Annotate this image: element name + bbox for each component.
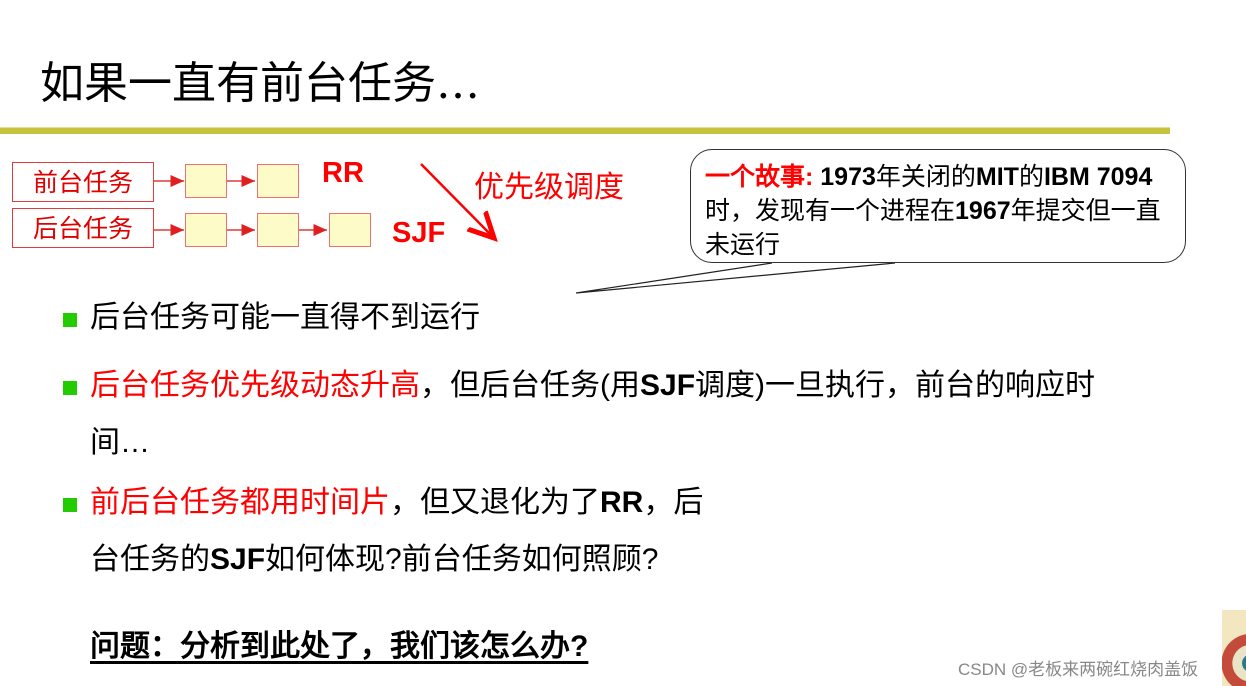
bullet-3-text: ，后 bbox=[643, 486, 704, 519]
callout-text: 年关闭的 bbox=[875, 163, 976, 191]
priority-scheduling-label: 优先级调度 bbox=[474, 171, 624, 204]
slide-title: 如果一直有前台任务… bbox=[40, 58, 480, 109]
bullet-2-highlight: 后台任务优先级动态升高 bbox=[90, 369, 420, 402]
decorative-corner-image bbox=[1222, 610, 1246, 686]
bullet-2-line-2: 间… bbox=[90, 426, 150, 459]
bullet-1-text: 后台任务可能一直得不到运行 bbox=[90, 301, 480, 334]
bullet-icon bbox=[63, 313, 77, 327]
sjf-policy-label: SJF bbox=[392, 217, 446, 249]
callout-mit: MIT bbox=[975, 163, 1019, 191]
foreground-queue-label: 前台任务 bbox=[12, 162, 154, 202]
callout-prefix: 一个故事: bbox=[705, 163, 814, 191]
bullet-3-highlight: 前后台任务都用时间片 bbox=[90, 486, 390, 519]
bullet-2-bold: SJF bbox=[640, 369, 696, 402]
background-queue-slot bbox=[185, 213, 227, 247]
background-queue-slot bbox=[329, 213, 371, 247]
background-queue-label: 后台任务 bbox=[12, 208, 154, 248]
callout-ibm: IBM 7094 bbox=[1043, 163, 1153, 191]
callout-year: 1973 bbox=[813, 163, 876, 191]
bullet-3-line-1: 前后台任务都用时间片，但又退化为了RR，后 bbox=[90, 483, 703, 523]
foreground-queue-slot bbox=[185, 164, 227, 198]
callout-text: 的 bbox=[1018, 163, 1044, 191]
bullet-2-line-1: 后台任务优先级动态升高，但后台任务(用SJF调度)一旦执行，前台的响应时 bbox=[90, 366, 1095, 406]
csdn-watermark: CSDN @老板来两碗红烧肉盖饭 bbox=[958, 660, 1199, 679]
bullet-3-text: 如何体现?前台任务如何照顾? bbox=[265, 543, 659, 576]
callout-year-2: 1967 bbox=[955, 197, 1011, 225]
bullet-2-text: 调度)一旦执行，前台的响应时 bbox=[695, 369, 1096, 402]
bullet-3-line-2: 台任务的SJF如何体现?前台任务如何照顾? bbox=[90, 540, 658, 580]
title-underline-divider bbox=[0, 127, 1170, 134]
bullet-3-bold: RR bbox=[600, 486, 644, 519]
question-text: 问题：分析到此处了，我们该怎么办? bbox=[90, 630, 589, 663]
callout-text: 年提交但一直未运行 bbox=[705, 197, 1161, 259]
bullet-icon bbox=[63, 381, 77, 395]
rr-policy-label: RR bbox=[322, 157, 364, 189]
background-queue-slot bbox=[257, 213, 299, 247]
callout-text: 时，发现有一个进程在 bbox=[705, 197, 956, 225]
story-callout: 一个故事: 1973年关闭的MIT的IBM 7094 时，发现有一个进程在1967… bbox=[690, 149, 1186, 263]
foreground-queue-slot bbox=[257, 164, 299, 198]
bullet-3-bold: SJF bbox=[210, 543, 266, 576]
bullet-icon bbox=[63, 498, 77, 512]
bullet-3-text: 台任务的 bbox=[90, 543, 210, 576]
bullet-3-text: ，但又退化为了 bbox=[390, 486, 600, 519]
bullet-2-text: ，但后台任务(用 bbox=[420, 369, 640, 402]
